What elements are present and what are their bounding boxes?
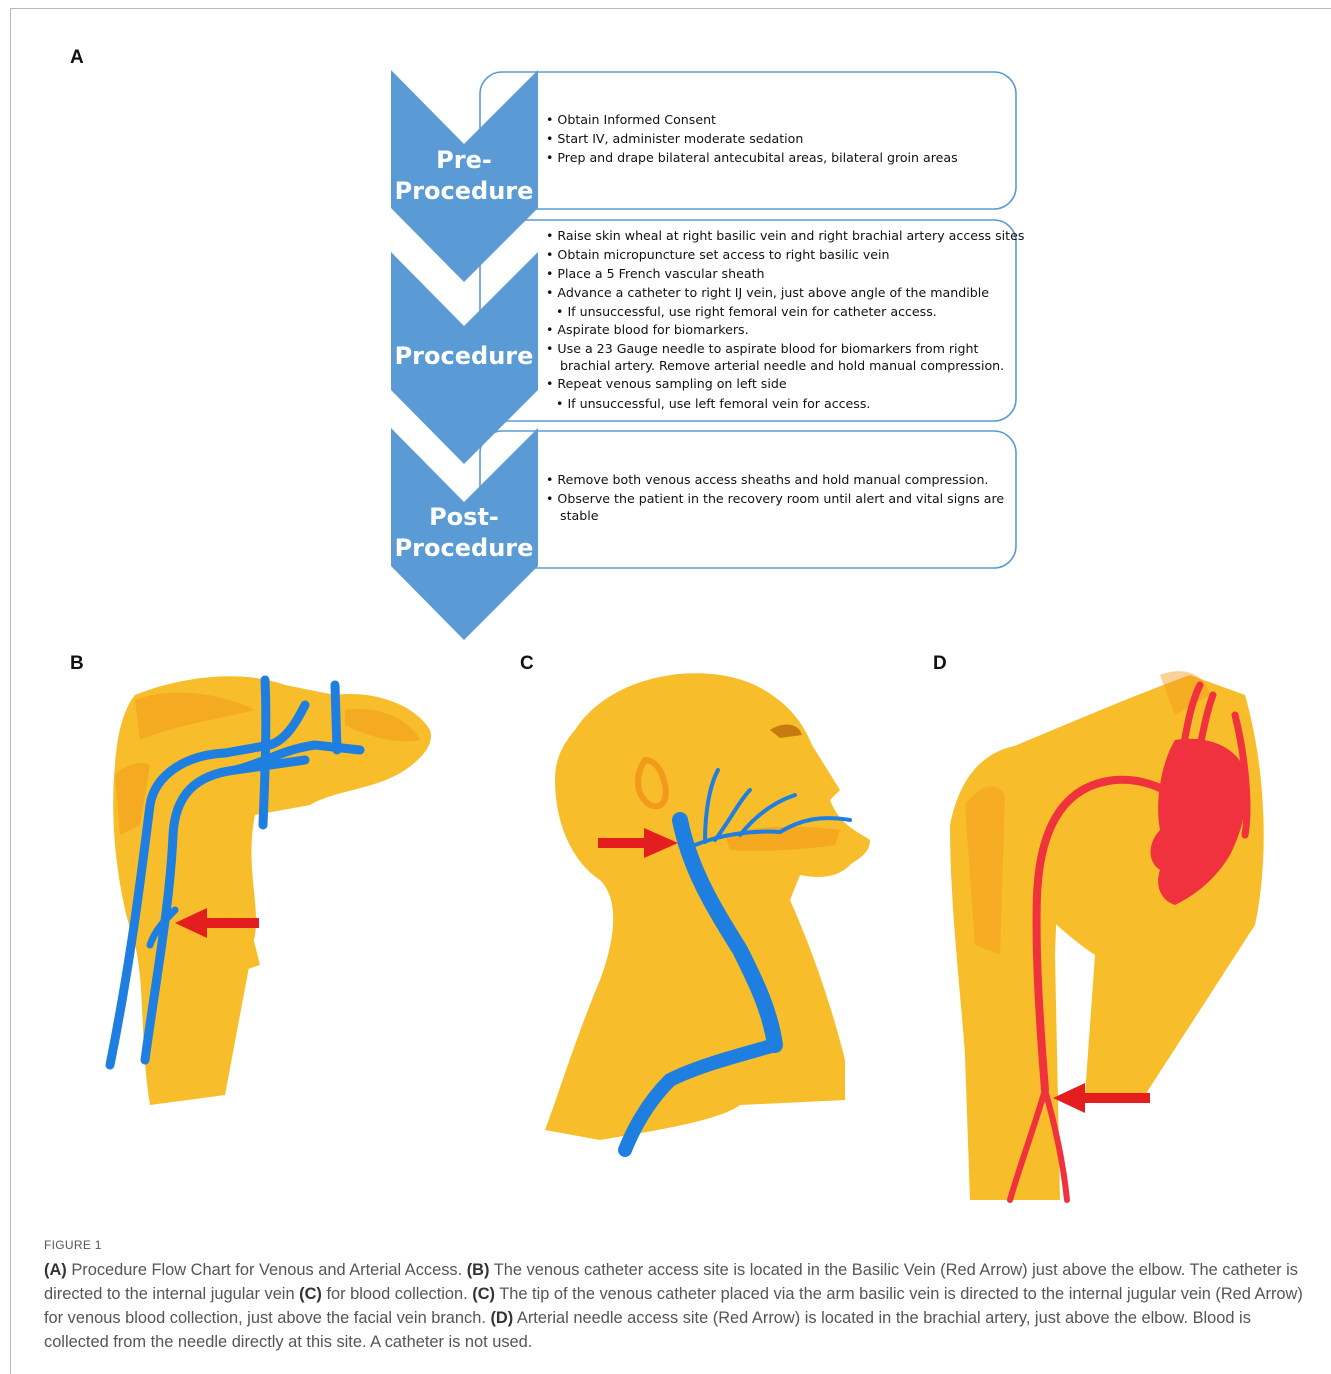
caption-marker-c2: (C): [472, 1285, 495, 1303]
caption-marker-d: (D): [490, 1309, 513, 1327]
illustration-b-basilic-vein: [95, 665, 440, 1115]
figure-label: FIGURE 1: [44, 1238, 102, 1252]
chevron-title-pre-2: Procedure: [395, 177, 534, 205]
chevron-title-post-2: Procedure: [395, 534, 534, 562]
caption-text-a: Procedure Flow Chart for Venous and Arte…: [67, 1261, 467, 1279]
post-bullet: stable: [548, 508, 599, 523]
illustration-c-jugular-vein: [540, 660, 880, 1170]
procedure-bullet: • Aspirate blood for biomarkers.: [546, 322, 749, 337]
chevron-title-post-1: Post-: [429, 503, 499, 531]
illustration-d-brachial-artery: [945, 655, 1280, 1210]
procedure-bullet: • If unsuccessful, use left femoral vein…: [548, 396, 870, 411]
procedure-bullet: • If unsuccessful, use right femoral vei…: [548, 304, 937, 319]
procedure-bullet: • Use a 23 Gauge needle to aspirate bloo…: [546, 341, 979, 356]
flowchart: Pre- Procedure Procedure Post- Procedure…: [0, 0, 1331, 660]
caption-marker-c1: (C): [299, 1285, 322, 1303]
post-bullet: • Remove both venous access sheaths and …: [546, 472, 988, 487]
procedure-bullet: • Advance a catheter to right IJ vein, j…: [546, 285, 989, 300]
pre-bullet: • Obtain Informed Consent: [546, 112, 716, 127]
chevron-title-pre-1: Pre-: [436, 146, 492, 174]
caption-marker-a: (A): [44, 1261, 67, 1279]
procedure-bullet: • Raise skin wheal at right basilic vein…: [546, 228, 1024, 243]
chevron-title-procedure: Procedure: [395, 342, 534, 370]
pre-bullet: • Prep and drape bilateral antecubital a…: [546, 150, 958, 165]
figure-caption: (A) Procedure Flow Chart for Venous and …: [44, 1258, 1306, 1354]
pre-bullet: • Start IV, administer moderate sedation: [546, 131, 803, 146]
caption-text-c1: for blood collection.: [322, 1285, 472, 1303]
procedure-bullet: • Repeat venous sampling on left side: [546, 376, 787, 391]
caption-marker-b: (B): [467, 1261, 490, 1279]
procedure-bullet: brachial artery. Remove arterial needle …: [548, 358, 1004, 373]
post-bullet: • Observe the patient in the recovery ro…: [546, 491, 1004, 506]
procedure-bullet: • Place a 5 French vascular sheath: [546, 266, 764, 281]
procedure-bullet: • Obtain micropuncture set access to rig…: [546, 247, 890, 262]
